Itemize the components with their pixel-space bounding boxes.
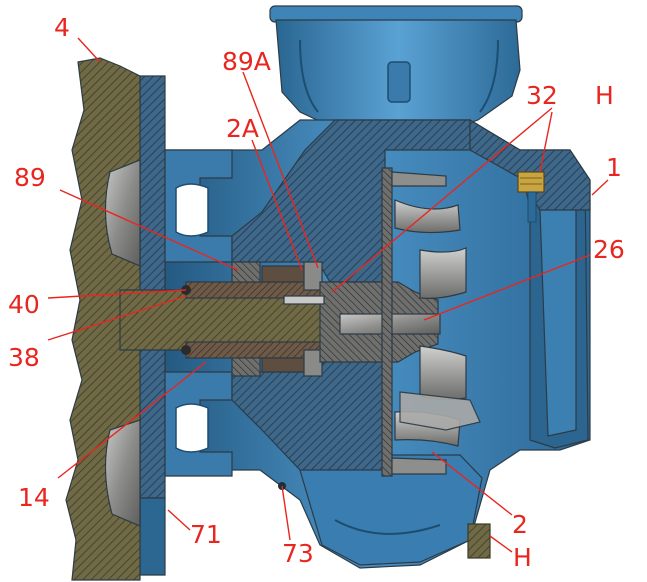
drain-plug-top	[517, 171, 545, 223]
callout-40: 40	[8, 290, 40, 319]
callout-89: 89	[14, 163, 46, 192]
callout-4: 4	[54, 13, 70, 42]
callout-89a: 89A	[222, 47, 271, 76]
bearing-caps	[104, 159, 141, 527]
callout-h-top: H	[595, 81, 614, 110]
discharge-nozzle	[269, 5, 523, 127]
callout-h-bottom: H	[513, 543, 532, 572]
mechanical-seal	[181, 261, 327, 377]
impeller	[381, 167, 481, 477]
callout-2: 2	[512, 510, 528, 539]
callout-14: 14	[18, 483, 50, 512]
callout-32: 32	[526, 81, 558, 110]
motor-bracket	[139, 75, 233, 576]
callout-26: 26	[593, 235, 625, 264]
callout-38: 38	[8, 343, 40, 372]
drain-plug-bottom	[467, 523, 491, 559]
callout-71: 71	[190, 520, 222, 549]
callout-73: 73	[282, 539, 314, 568]
callout-1: 1	[606, 153, 622, 182]
callout-2a: 2A	[226, 114, 259, 143]
leader-lines	[47, 37, 609, 553]
